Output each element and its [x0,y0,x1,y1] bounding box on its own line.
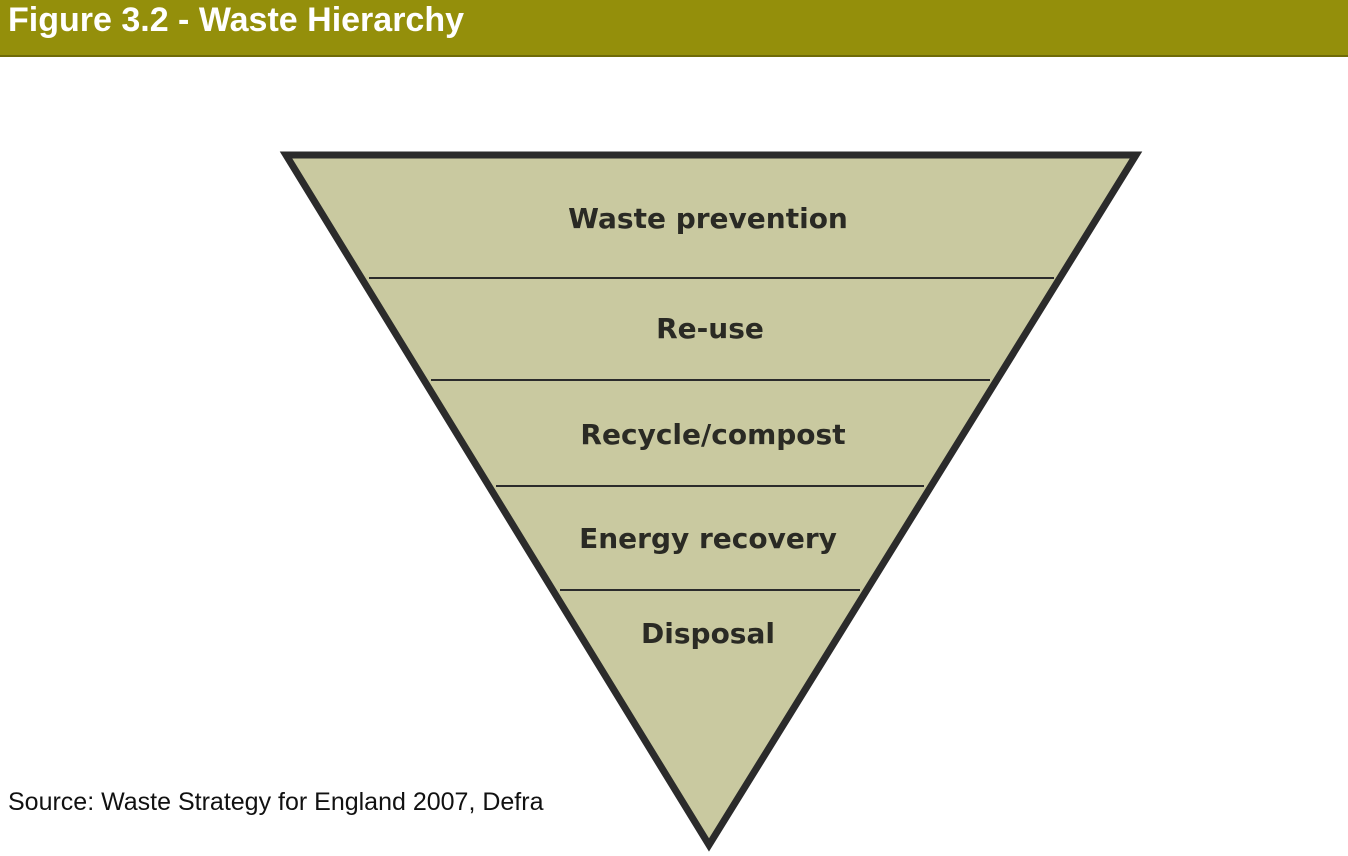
source-note: Source: Waste Strategy for England 2007,… [8,788,544,816]
tier-recycle-compost: Recycle/compost [580,418,845,451]
tier-disposal: Disposal [641,617,775,650]
tier-energy-recovery: Energy recovery [579,522,837,555]
figure-title: Figure 3.2 - Waste Hierarchy [8,1,465,39]
triangle-body [279,151,1143,852]
tier-waste-prevention: Waste prevention [568,202,848,235]
title-bar: Figure 3.2 - Waste Hierarchy [0,0,1348,57]
tier-re-use: Re-use [656,312,764,345]
